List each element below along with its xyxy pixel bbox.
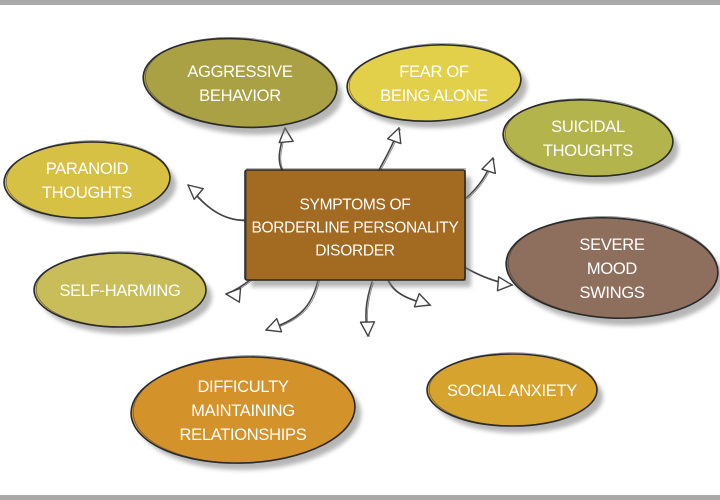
node-social-anxiety-label-line-1: SOCIAL ANXIETY <box>447 382 577 400</box>
center-topic: SYMPTOMS OF BORDERLINE PERSONALITY DISORDE… <box>244 168 471 287</box>
connector-severe-mood-swings <box>465 267 514 292</box>
node-ellipse-sketch <box>35 251 207 328</box>
node-difficulty-maintaining-relationships-label-line-3: RELATIONSHIPS <box>180 426 307 444</box>
connector-difficulty-maintaining-relationships-arrowhead <box>265 317 283 333</box>
node-ellipse-sketch <box>132 355 356 464</box>
node-fear-of-being-alone-label-line-2: BEING ALONE <box>380 87 488 105</box>
node-label: SELF-HARMING <box>59 282 180 300</box>
node-ellipse-sketch <box>348 43 522 122</box>
node-fear-of-being-alone: FEAR OF BEING ALONE <box>346 43 528 128</box>
node-severe-mood-swings: SEVERE MOOD SWINGS <box>505 216 720 326</box>
node-difficulty-maintaining-relationships-label-line-2: MAINTAINING <box>191 402 295 420</box>
node-label: FEAR OF BEING ALONE <box>380 63 488 105</box>
connector-severe-mood-swings-arrowhead <box>496 276 513 292</box>
node-paranoid-thoughts-label-line-1: PARANOID <box>46 160 129 178</box>
node-fear-of-being-alone-label-line-1: FEAR OF <box>399 63 469 81</box>
node-label: SOCIAL ANXIETY <box>447 382 578 400</box>
center-box-sketch <box>246 168 466 281</box>
connector-paranoid-thoughts <box>187 184 250 222</box>
node-severe-mood-swings-label-line-3: SWINGS <box>579 284 644 302</box>
node-severe-mood-swings-label-line-2: MOOD <box>587 260 638 278</box>
node-label: SEVERE MOOD SWINGS <box>579 236 645 302</box>
connector-suicidal-thoughts-arrowhead <box>481 157 497 175</box>
node-self-harming: SELF-HARMING <box>33 251 212 334</box>
node-label: AGGRESSIVE BEHAVIOR <box>187 63 293 105</box>
node-difficulty-maintaining-relationships-label-line-1: DIFFICULTY <box>197 378 288 396</box>
node-self-harming-label-line-1: SELF-HARMING <box>59 282 180 300</box>
node-aggressive-behavior-label-line-2: BEHAVIOR <box>199 87 281 105</box>
node-paranoid-thoughts-label-line-2: THOUGHTS <box>42 184 132 202</box>
node-ellipse-sketch <box>5 140 171 219</box>
node-ellipse-sketch <box>428 352 598 427</box>
connector-self-harming-arrowhead <box>225 287 242 303</box>
center-label-line-3: DISORDER <box>315 242 395 259</box>
connector-center-bottom-1-arrowhead <box>359 321 376 337</box>
node-paranoid-thoughts: PARANOID THOUGHTS <box>3 140 177 225</box>
node-social-anxiety: SOCIAL ANXIETY <box>426 352 603 433</box>
center-label-line-2: BORDERLINE PERSONALITY <box>251 219 458 236</box>
node-ellipse-sketch <box>508 216 719 319</box>
node-ellipse-sketch <box>504 98 674 177</box>
connector-self-harming <box>225 279 252 303</box>
node-suicidal-thoughts: SUICIDAL THOUGHTS <box>502 98 679 184</box>
connector-aggressive-behavior <box>278 127 294 171</box>
connector-social-anxiety-arrowhead <box>413 292 431 308</box>
node-aggressive-behavior-label-line-1: AGGRESSIVE <box>187 63 292 81</box>
node-severe-mood-swings-label-line-1: SEVERE <box>579 236 644 254</box>
node-difficulty-maintaining-relationships: DIFFICULTY MAINTAINING RELATIONSHIPS <box>130 355 362 470</box>
node-label: DIFFICULTY MAINTAINING RELATIONSHIPS <box>180 378 308 444</box>
node-label: PARANOID THOUGHTS <box>42 160 133 202</box>
connector-aggressive-behavior-arrowhead <box>278 127 294 144</box>
connector-paranoid-thoughts-arrowhead <box>187 184 204 201</box>
node-suicidal-thoughts-label-line-2: THOUGHTS <box>543 142 633 160</box>
node-aggressive-behavior: AGGRESSIVE BEHAVIOR <box>142 37 343 135</box>
connector-fear-of-being-alone-arrowhead <box>386 127 402 145</box>
connector-difficulty-maintaining-relationships <box>265 279 320 333</box>
connector-center-bottom-1 <box>359 281 376 337</box>
node-ellipse-sketch <box>145 37 338 128</box>
node-label: SUICIDAL THOUGHTS <box>543 118 634 160</box>
center-label-line-1: SYMPTOMS OF <box>300 196 411 213</box>
node-suicidal-thoughts-label-line-1: SUICIDAL <box>551 118 625 136</box>
node-ellipse <box>502 98 674 178</box>
connector-fear-of-being-alone <box>377 127 402 173</box>
